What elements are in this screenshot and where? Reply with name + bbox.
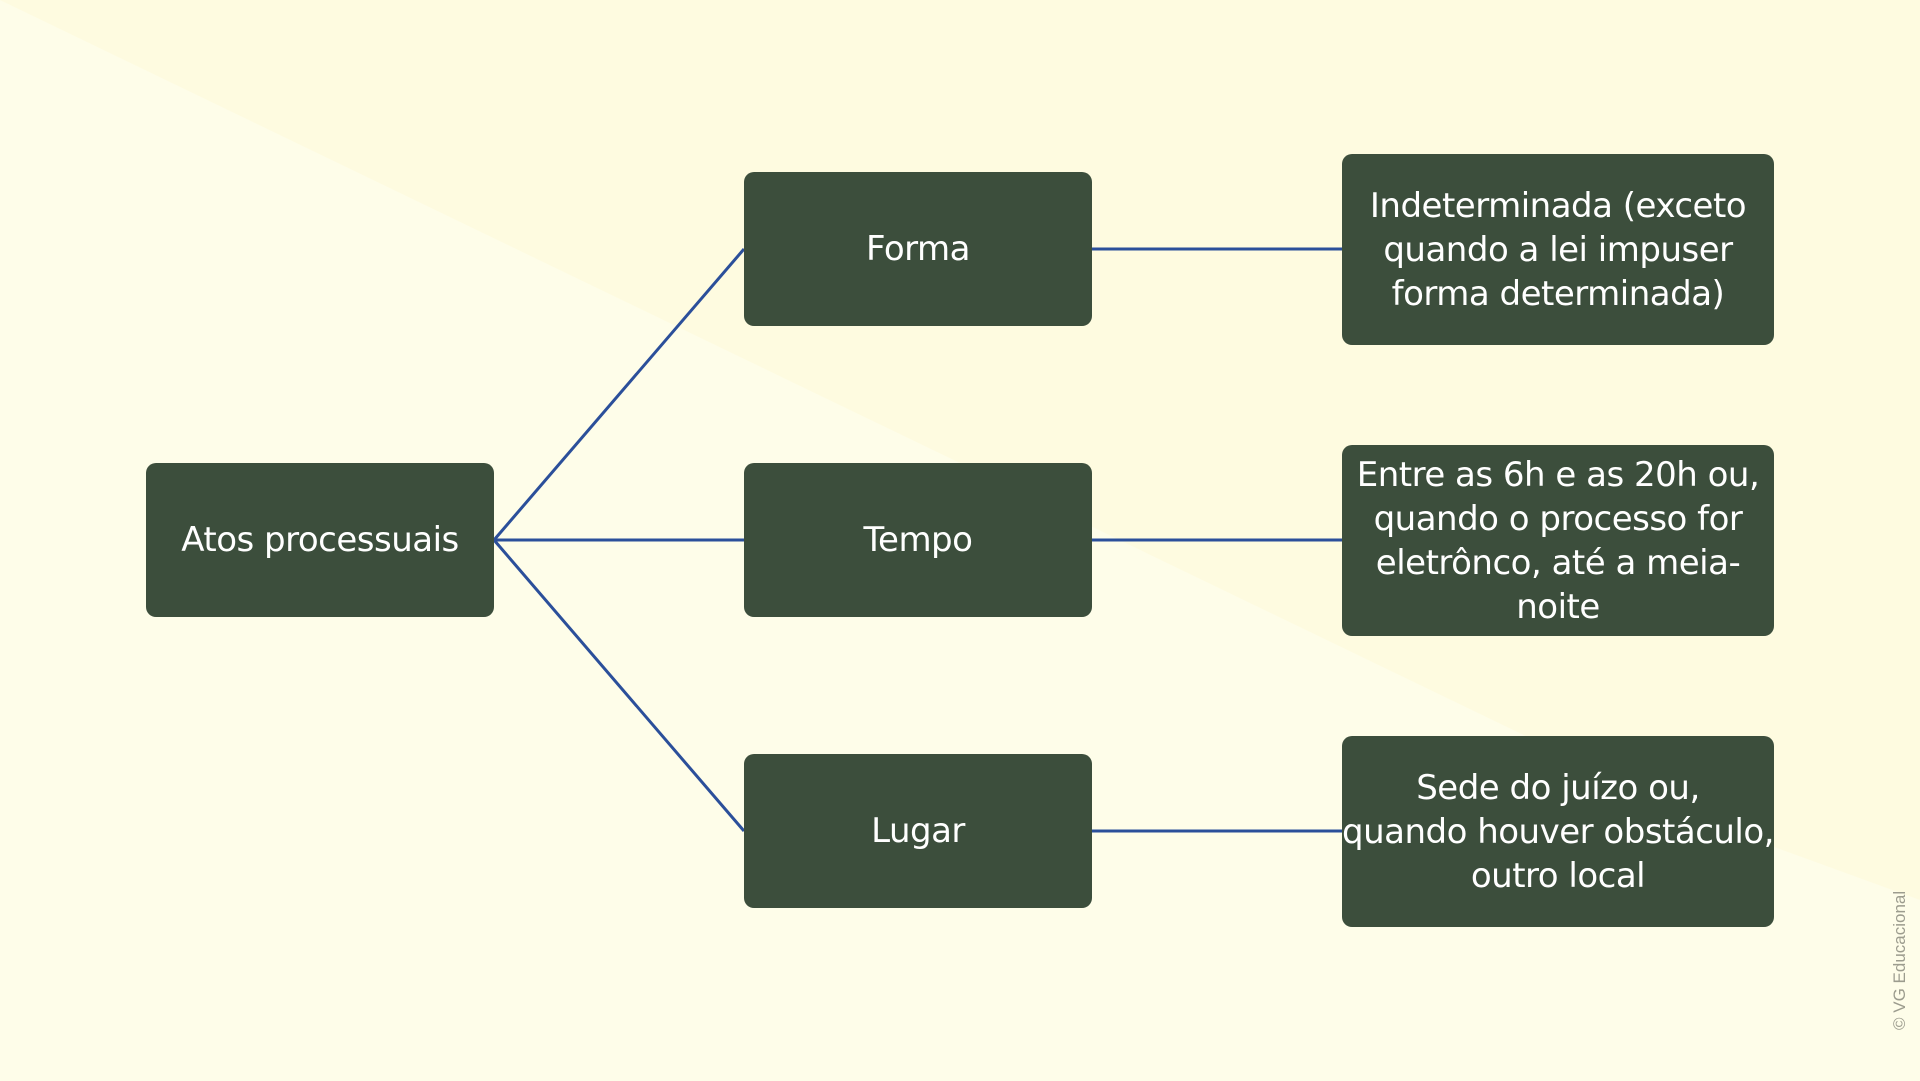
- branch-node-lugar: Lugar: [744, 754, 1092, 908]
- detail-node-forma: Indeterminada (exceto quando a lei impus…: [1342, 154, 1774, 345]
- branch-node-forma: Forma: [744, 172, 1092, 326]
- detail-node-text: Entre as 6h e as 20h ou, quando o proces…: [1356, 454, 1760, 627]
- branch-node-label: Tempo: [863, 520, 973, 560]
- detail-node-text: Sede do juízo ou, quando houver obstácul…: [1342, 767, 1775, 896]
- detail-node-text: Indeterminada (exceto quando a lei impus…: [1369, 185, 1747, 314]
- connector-root-forma: [492, 248, 746, 541]
- detail-node-tempo: Entre as 6h e as 20h ou, quando o proces…: [1342, 445, 1774, 636]
- watermark: © VG Educacional: [1890, 890, 1909, 1030]
- root-node-label: Atos processuais: [181, 520, 459, 560]
- branch-node-tempo: Tempo: [744, 463, 1092, 617]
- branch-node-label: Lugar: [871, 811, 965, 851]
- detail-node-lugar: Sede do juízo ou, quando houver obstácul…: [1342, 736, 1775, 927]
- connector-root-lugar: [492, 539, 746, 832]
- branch-node-label: Forma: [866, 229, 970, 269]
- root-node: Atos processuais: [146, 463, 494, 617]
